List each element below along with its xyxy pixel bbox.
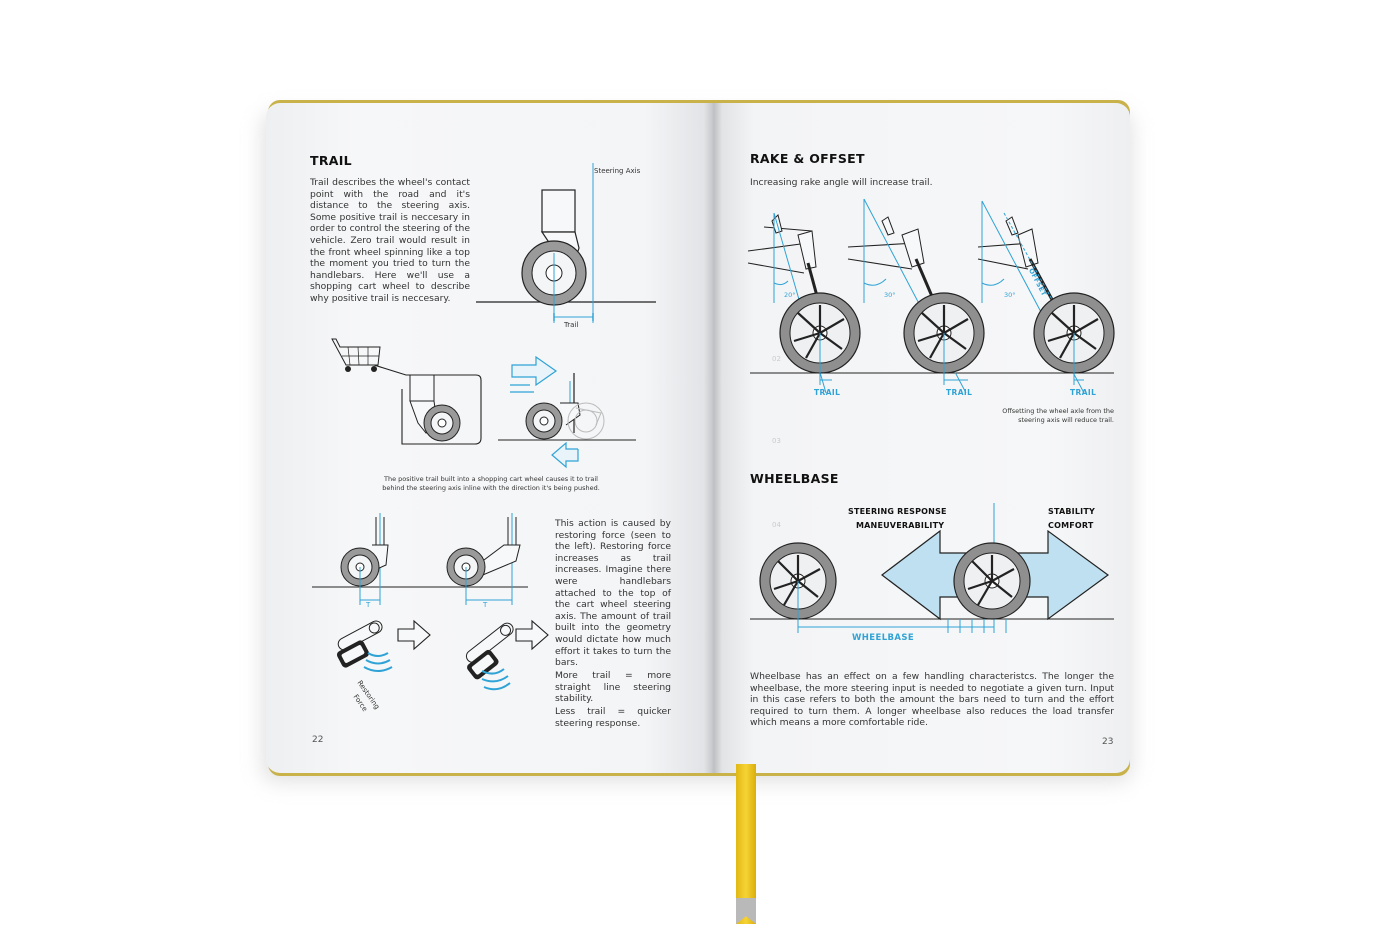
less-trail-text: Less trail = quicker steering response. bbox=[555, 706, 671, 729]
offset-note-line-1: Offsetting the wheel axle from the bbox=[1002, 407, 1114, 415]
cart-caption-line-2: behind the steering axis inline with the… bbox=[382, 484, 600, 492]
bookmark-ribbon bbox=[736, 764, 756, 924]
restoring-force-diagram bbox=[336, 619, 549, 691]
stability-label: STABILITY bbox=[1048, 507, 1095, 516]
trail-label: Trail bbox=[564, 321, 579, 329]
cart-caption-line-1: The positive trail built into a shopping… bbox=[384, 475, 598, 483]
cart-caption: The positive trail built into a shopping… bbox=[356, 475, 626, 493]
page-number-right: 23 bbox=[1102, 737, 1114, 747]
steering-response-label: STEERING RESPONSE bbox=[848, 507, 947, 516]
trail-t-label-1: T bbox=[366, 601, 371, 609]
page-number-left: 22 bbox=[312, 735, 324, 745]
left-page: TRAIL Trail describes the wheel's contac… bbox=[266, 103, 712, 773]
trail-label-bike-3: TRAIL bbox=[1070, 388, 1097, 397]
restoring-force-text: This action is caused by restoring force… bbox=[555, 518, 671, 669]
caster-trail-diagram bbox=[476, 163, 656, 323]
wheelbase-description: Wheelbase has an effect on a few handlin… bbox=[750, 671, 1114, 729]
ghost-number-04: 04 bbox=[772, 521, 781, 529]
bookmark-ribbon-tip bbox=[736, 898, 756, 924]
wheelbase-label: WHEELBASE bbox=[852, 633, 915, 643]
trail-comparison-diagram bbox=[312, 513, 528, 605]
trail-label-bike-2: TRAIL bbox=[946, 388, 973, 397]
rake-offset-diagram bbox=[747, 198, 1115, 394]
trail-description: Trail describes the wheel's contact poin… bbox=[310, 177, 470, 304]
ghost-number-02: 02 bbox=[772, 355, 781, 363]
wheelbase-heading: WHEELBASE bbox=[750, 471, 839, 486]
rake-angle-3: 30° bbox=[1004, 291, 1016, 299]
comfort-label: COMFORT bbox=[1048, 521, 1094, 530]
trail-heading: TRAIL bbox=[310, 153, 352, 168]
maneuverability-label: MANEUVERABILITY bbox=[856, 521, 945, 530]
rake-offset-heading: RAKE & OFFSET bbox=[750, 151, 865, 166]
rake-angle-1: 20° bbox=[784, 291, 796, 299]
ghost-number-03: 03 bbox=[772, 437, 781, 445]
steering-axis-label: Steering Axis bbox=[594, 167, 641, 175]
rake-angle-2: 30° bbox=[884, 291, 896, 299]
trail-label-bike-1: TRAIL bbox=[814, 388, 841, 397]
shopping-cart-diagram bbox=[331, 338, 636, 469]
offset-note-line-2: steering axis will reduce trail. bbox=[1018, 416, 1114, 424]
wheelbase-diagram bbox=[750, 503, 1114, 633]
trail-t-label-2: T bbox=[483, 601, 488, 609]
offset-note: Offsetting the wheel axle from the steer… bbox=[962, 407, 1114, 425]
book-gutter bbox=[704, 103, 722, 773]
rake-intro-text: Increasing rake angle will increase trai… bbox=[750, 177, 933, 188]
right-page: RAKE & OFFSET Increasing rake angle will… bbox=[712, 103, 1130, 773]
more-trail-text: More trail = more straight line steering… bbox=[555, 670, 671, 705]
